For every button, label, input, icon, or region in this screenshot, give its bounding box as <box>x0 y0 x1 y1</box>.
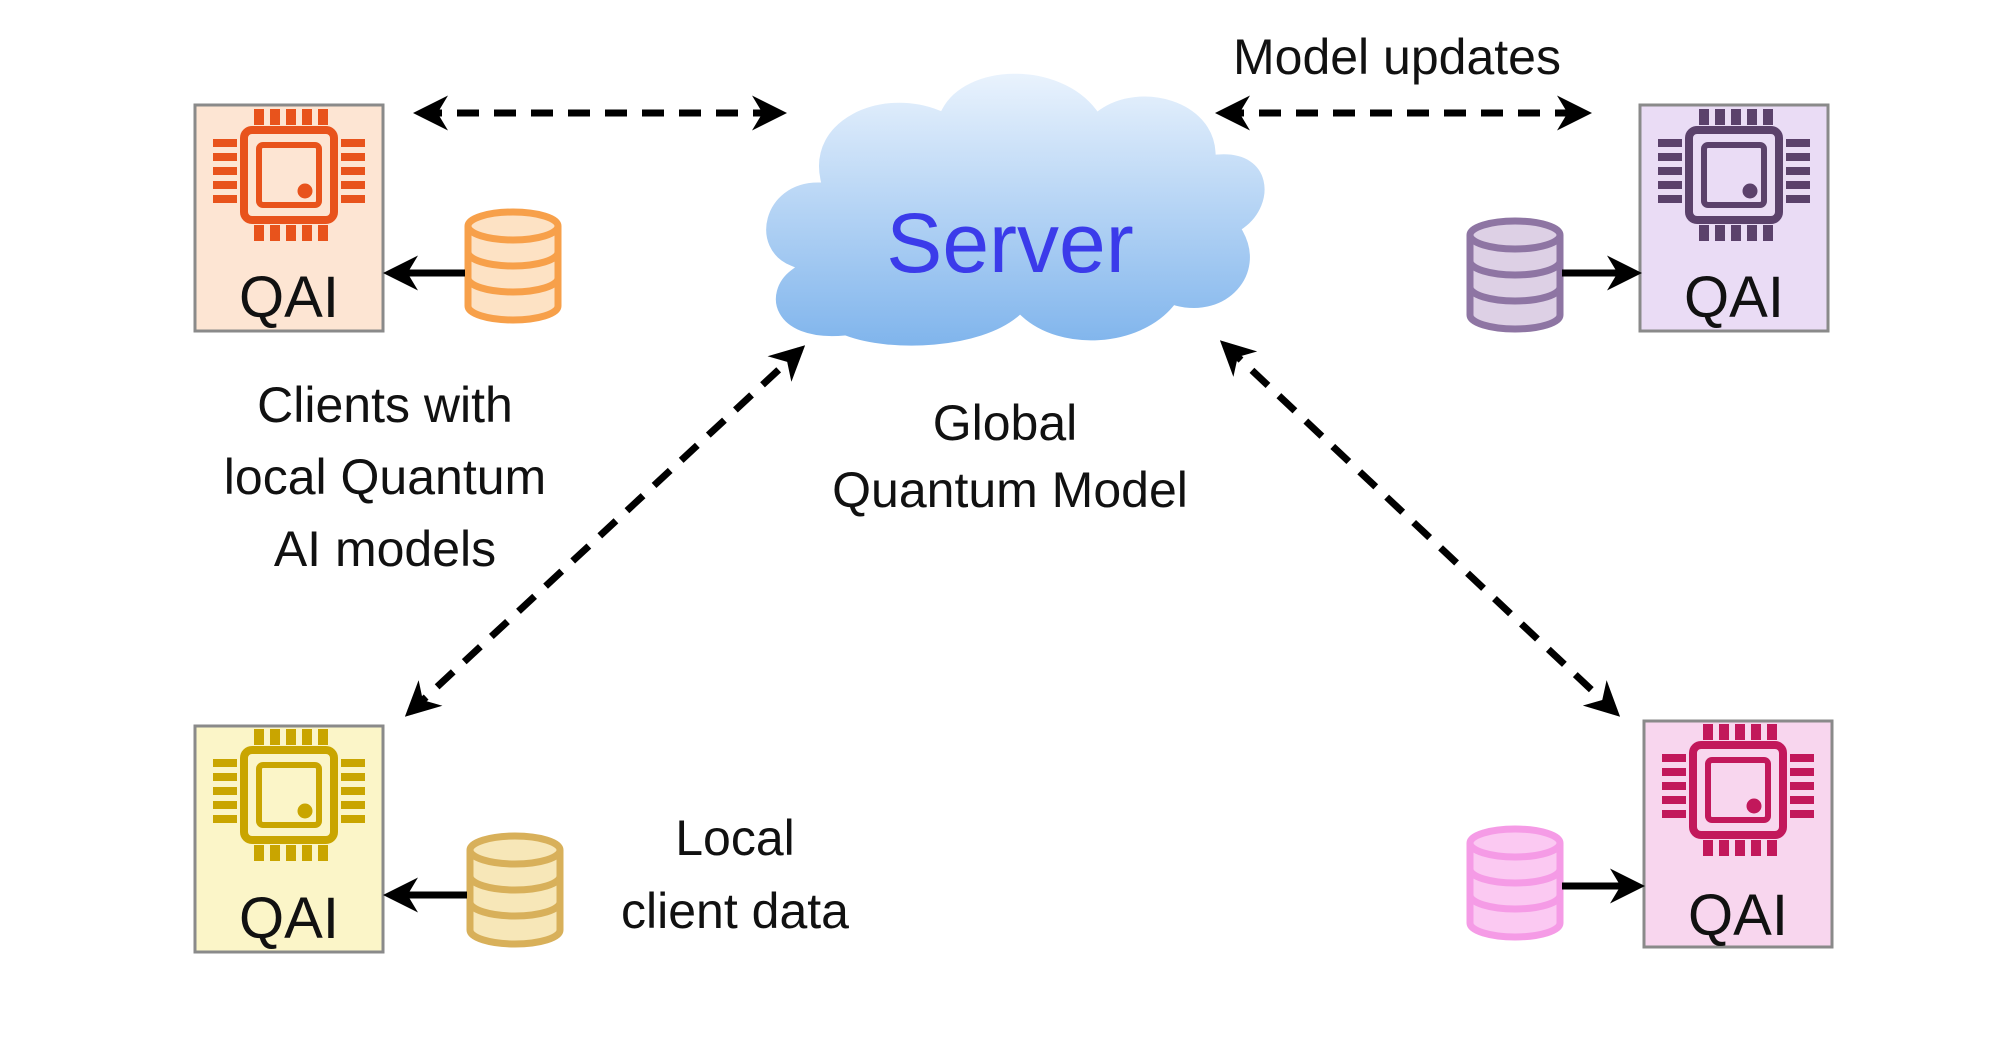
server-caption-line2: Quantum Model <box>832 462 1188 518</box>
database-icon <box>1470 221 1560 329</box>
client-label: QAI <box>1684 265 1784 330</box>
local-data-caption-line1: Local <box>675 810 795 866</box>
client-label: QAI <box>239 886 339 951</box>
model-updates-label: Model updates <box>1233 29 1561 85</box>
database-icon <box>468 212 558 320</box>
client-bottom-right: QAI <box>1470 719 1834 949</box>
update-link-bottom-left <box>404 345 806 717</box>
update-link-bottom-right <box>1219 340 1621 717</box>
client-label: QAI <box>1688 883 1788 948</box>
clients-caption-line1: Clients with <box>257 377 513 433</box>
local-data-caption-line2: client data <box>621 883 849 939</box>
client-top-left: QAI <box>193 103 558 333</box>
client-top-right: QAI <box>1470 103 1830 333</box>
cloud-icon <box>761 68 1270 351</box>
client-label: QAI <box>239 265 339 330</box>
server-cloud: Server <box>761 68 1270 351</box>
database-icon <box>1470 829 1560 937</box>
client-bottom-left: QAI <box>193 724 560 954</box>
server-caption-line1: Global <box>933 395 1078 451</box>
server-label: Server <box>886 196 1133 290</box>
clients-caption-line2: local Quantum <box>224 449 546 505</box>
database-icon <box>470 836 560 944</box>
clients-caption-line3: AI models <box>274 521 496 577</box>
